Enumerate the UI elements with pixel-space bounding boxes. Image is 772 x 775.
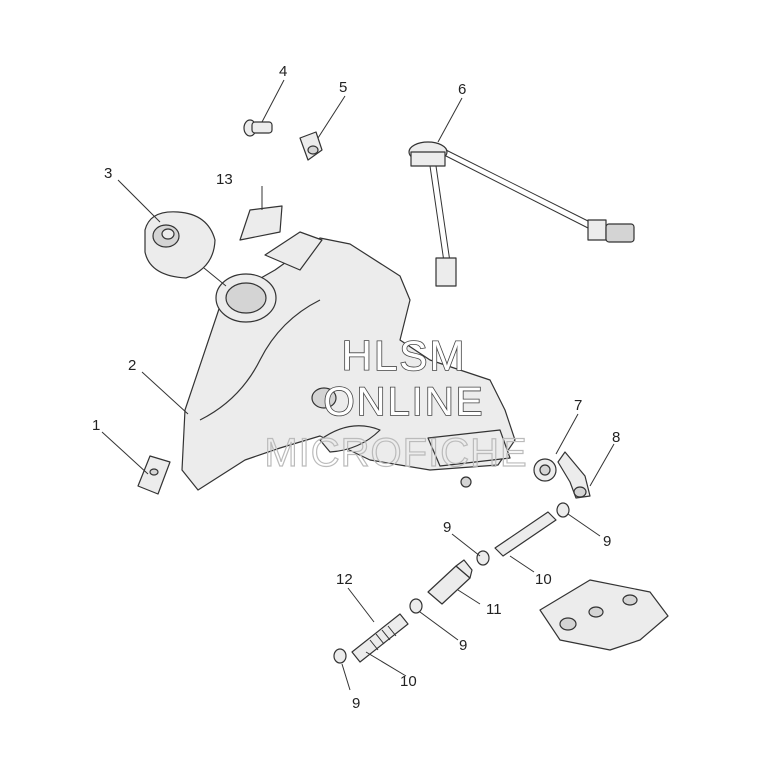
watermark-line-1: HLSM xyxy=(342,332,467,379)
part-9-clamp-upper-right xyxy=(556,502,570,518)
callout-6: 6 xyxy=(458,81,466,98)
part-7-grommet xyxy=(533,458,557,482)
callout-7: 7 xyxy=(574,397,582,414)
part-9-clamp-middle xyxy=(409,598,423,614)
part-8-elbow-fitting xyxy=(557,451,591,499)
part-5-clip-nut xyxy=(299,131,323,161)
part-9-clamp-lower xyxy=(333,648,347,664)
callout-4: 4 xyxy=(279,63,287,80)
mounting-plate xyxy=(539,579,669,651)
part-3-fuel-cap xyxy=(144,211,216,279)
part-11-fuel-filter xyxy=(427,559,473,605)
callout-numbers: 4 5 6 3 13 2 1 7 8 9 9 10 12 11 9 10 9 xyxy=(92,63,620,712)
callout-9-upper-right: 9 xyxy=(603,533,611,550)
leader-lines xyxy=(101,79,615,691)
callout-10-upper: 10 xyxy=(535,571,552,588)
callout-3: 3 xyxy=(104,165,112,182)
callout-5: 5 xyxy=(339,79,347,96)
part-9-clamp-upper-left xyxy=(476,550,490,566)
part-13-decal xyxy=(239,205,283,241)
callout-12: 12 xyxy=(336,571,353,588)
callout-2: 2 xyxy=(128,357,136,374)
part-1-bracket xyxy=(137,455,171,495)
watermark-line-3: MICROFICHE xyxy=(264,431,527,475)
callout-1: 1 xyxy=(92,417,100,434)
callout-9-lower: 9 xyxy=(352,695,360,712)
part-10-hose-upper xyxy=(494,511,557,557)
callout-13: 13 xyxy=(216,171,233,188)
callout-9-middle: 9 xyxy=(459,637,467,654)
part-6-fuel-sender xyxy=(408,141,635,287)
watermark-line-2: ONLINE xyxy=(324,380,485,424)
part-2-fuel-tank xyxy=(181,231,516,491)
part-12-hose-with-guard xyxy=(351,613,409,663)
callout-8: 8 xyxy=(612,429,620,446)
part-4-bolt xyxy=(243,119,273,137)
callout-9-upper-left: 9 xyxy=(443,519,451,536)
watermark: HLSM ONLINE MICROFICHE xyxy=(264,331,528,475)
callout-11: 11 xyxy=(486,601,502,618)
callout-10-lower: 10 xyxy=(400,673,417,690)
